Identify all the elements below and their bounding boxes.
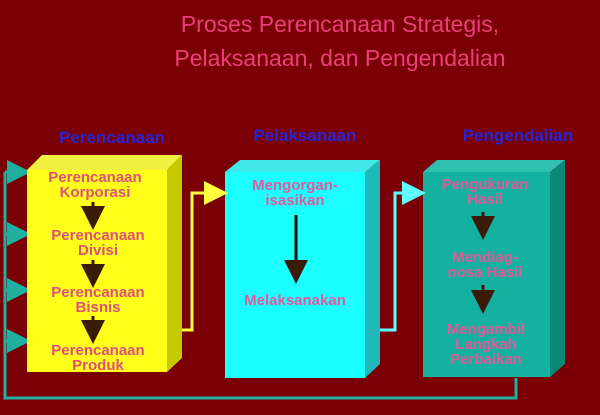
steps-pengendalian: Pengukuran Hasil Mendiag- nosa Hasil Men… xyxy=(442,176,529,368)
step-text: Pengukuran xyxy=(442,176,529,193)
step-text: Divisi xyxy=(78,242,118,259)
step-text: Perencanaan xyxy=(48,169,141,186)
header-pelaksanaan: Pelaksanaan xyxy=(253,126,356,145)
header-pengendalian: Pengendalian xyxy=(463,126,574,145)
step-text: Perbaikan xyxy=(450,351,522,368)
step-text: Bisnis xyxy=(75,299,120,316)
feedback-loop xyxy=(3,160,518,400)
step-text: Hasil xyxy=(467,191,503,208)
connector-arrow-1 xyxy=(182,181,228,332)
steps-pelaksanaan: Mengorgan- isasikan Melaksanakan xyxy=(244,177,346,309)
step-text: Langkah xyxy=(455,336,517,353)
step-text: Korporasi xyxy=(60,184,131,201)
title-line-1: Proses Perencanaan Strategis, xyxy=(181,11,499,37)
step-text: Mendiag- xyxy=(452,249,518,266)
step-text: Melaksanakan xyxy=(244,292,346,309)
step-text: Produk xyxy=(72,357,124,374)
step-text: Perencanaan xyxy=(51,284,144,301)
step-text: Mengambil xyxy=(447,321,525,338)
box-pengendalian xyxy=(423,160,565,377)
step-text: Perencanaan xyxy=(51,342,144,359)
step-text: isasikan xyxy=(265,192,324,209)
step-text: Mengorgan- xyxy=(252,177,338,194)
step-text: nosa Hasil xyxy=(447,264,522,281)
title-line-2: Pelaksanaan, dan Pengendalian xyxy=(174,45,505,71)
connector-arrow-2 xyxy=(380,181,426,332)
steps-perencanaan: Perencanaan Korporasi Perencanaan Divisi… xyxy=(48,169,144,374)
step-text: Perencanaan xyxy=(51,227,144,244)
header-perencanaan: Perencanaan xyxy=(59,128,165,147)
